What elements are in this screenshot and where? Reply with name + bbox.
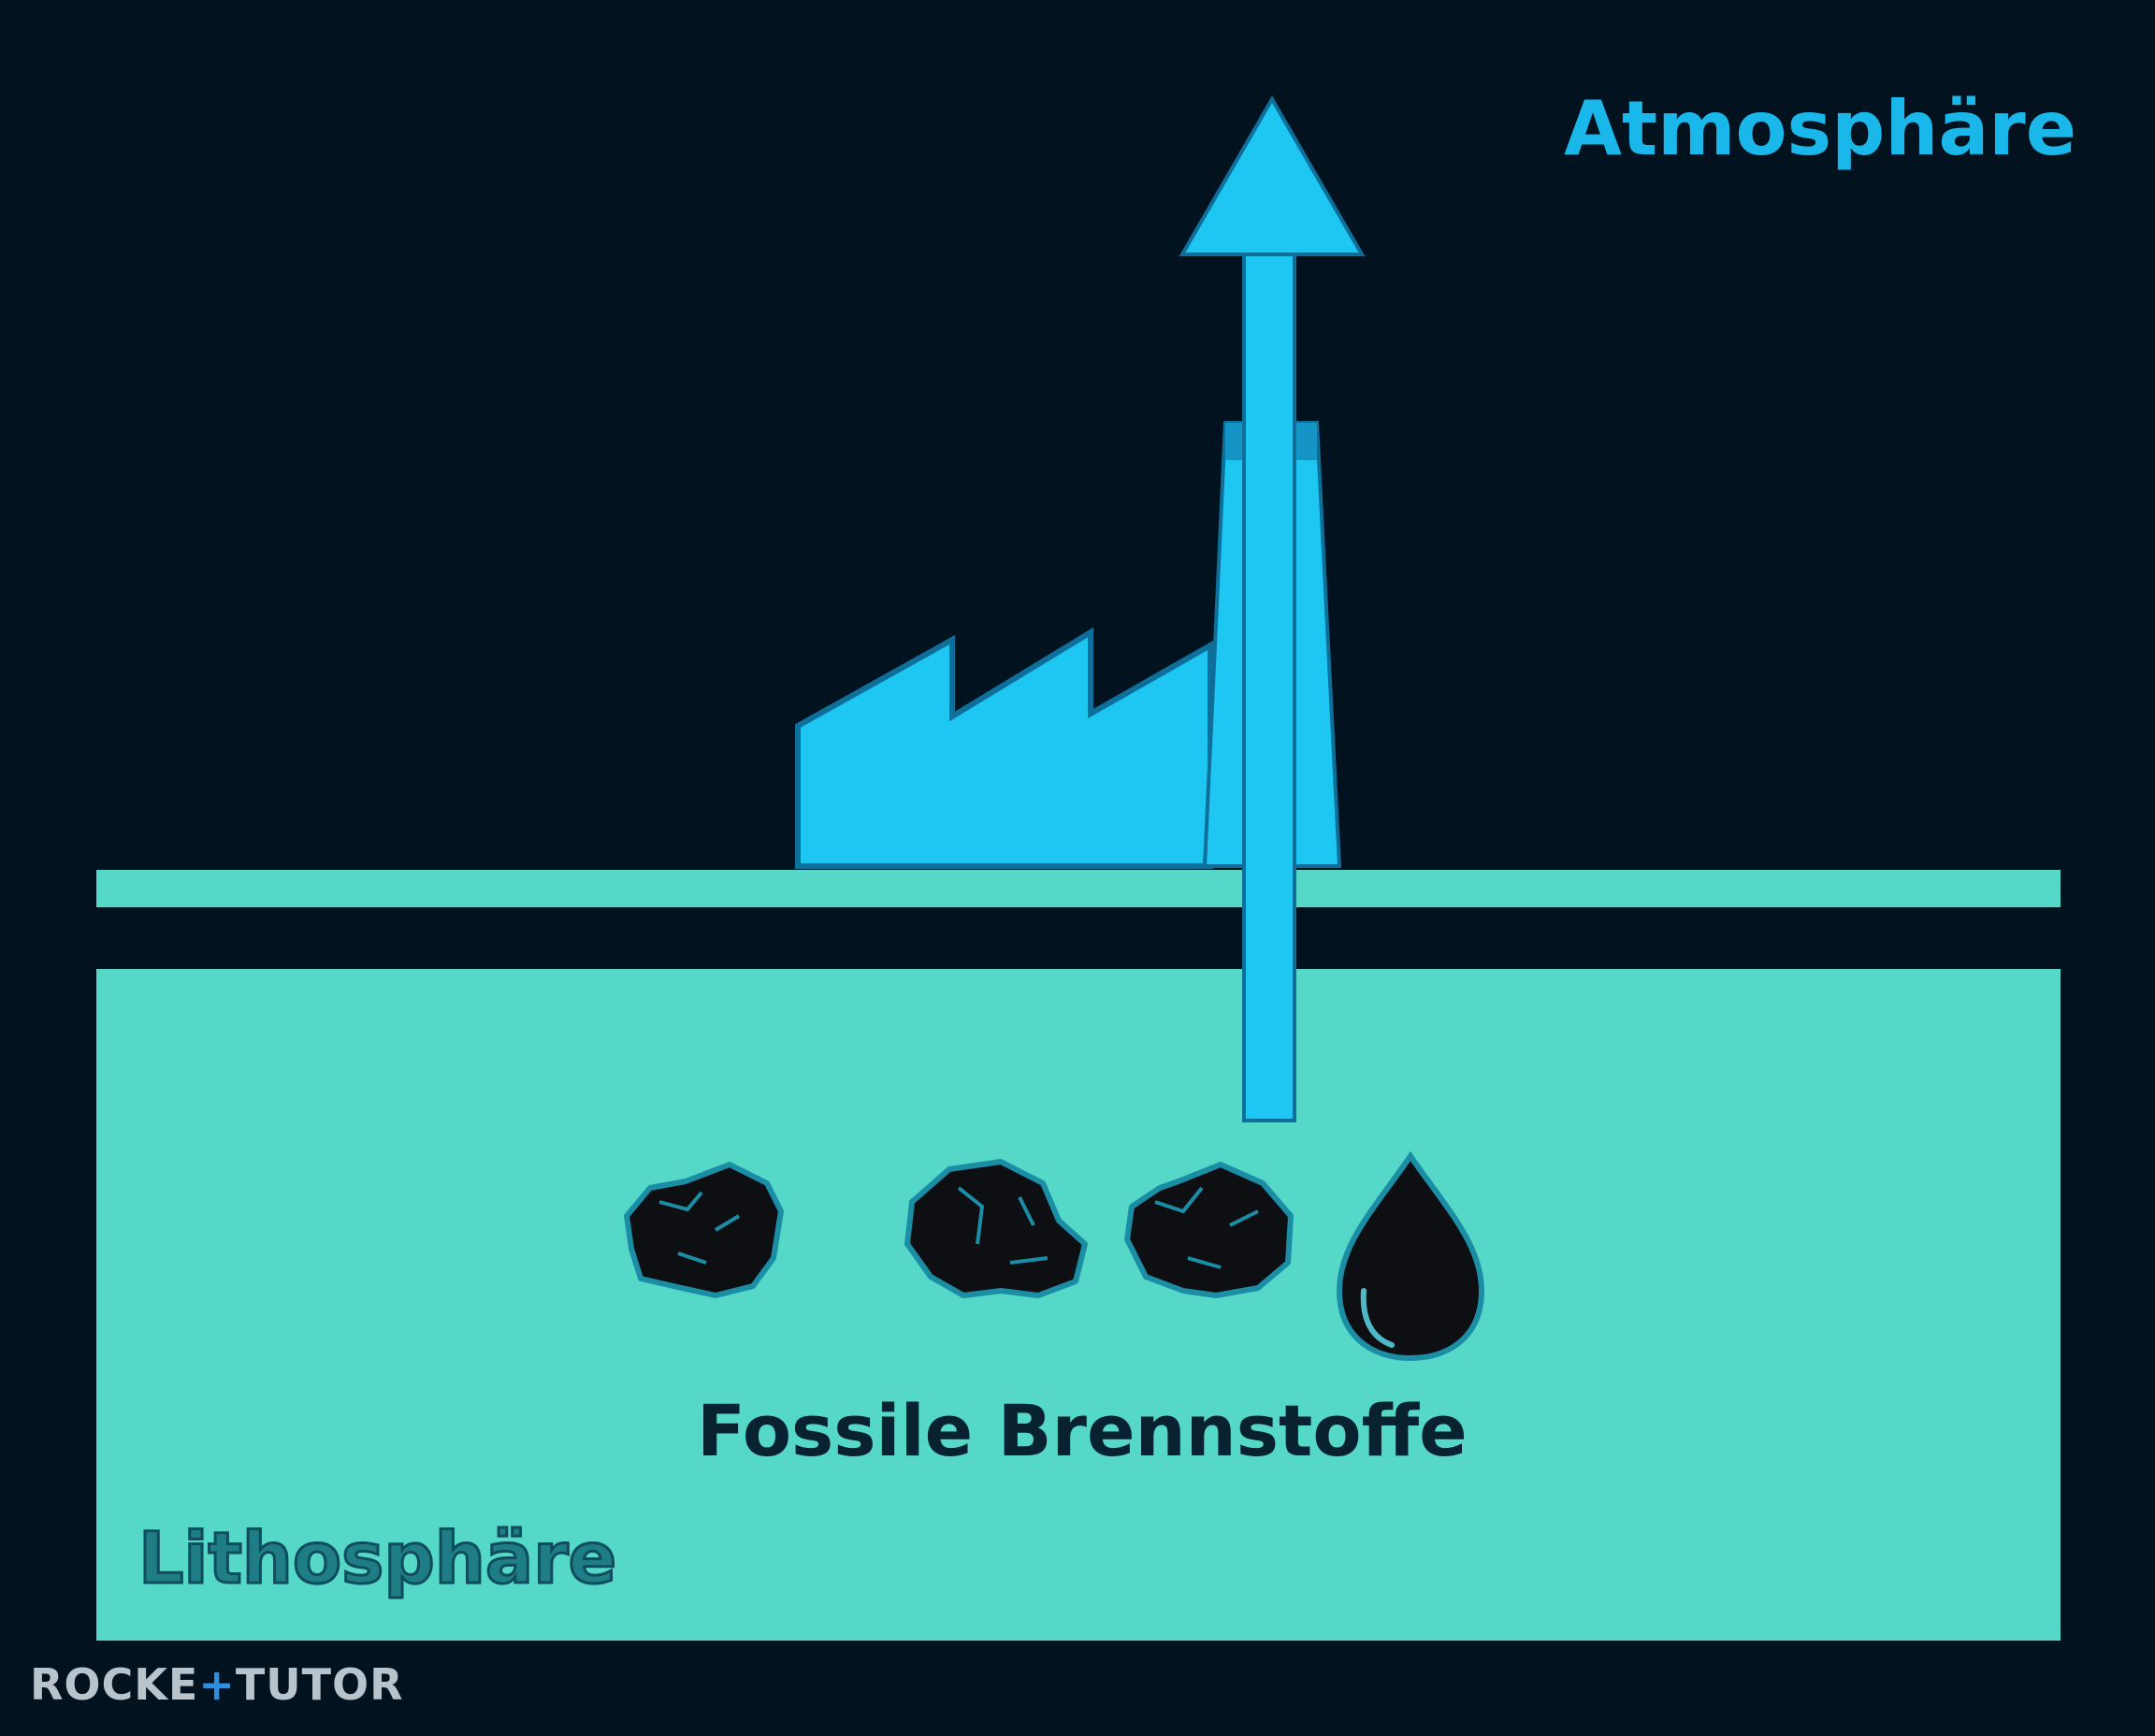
logo-plus: + — [198, 1659, 236, 1710]
surface-strip — [96, 870, 2061, 907]
coal-icon — [904, 1159, 1088, 1298]
brand-logo: ROCKE+TUTOR — [30, 1663, 404, 1706]
logo-text-part1: ROCKE — [30, 1659, 199, 1710]
lithosphere-label: Lithosphäre — [137, 1516, 617, 1599]
oil-drop-icon — [1336, 1150, 1485, 1362]
coal-icon — [1124, 1162, 1294, 1298]
upward-arrow-icon — [1179, 95, 1366, 1122]
coal-icon — [624, 1162, 784, 1298]
lithosphere-block — [96, 969, 2061, 1641]
logo-text-part2: TUTOR — [235, 1659, 404, 1710]
atmosphere-label: Atmosphäre — [1564, 85, 2077, 172]
fossil-fuels-label: Fossile Brennstoffe — [697, 1389, 1468, 1472]
